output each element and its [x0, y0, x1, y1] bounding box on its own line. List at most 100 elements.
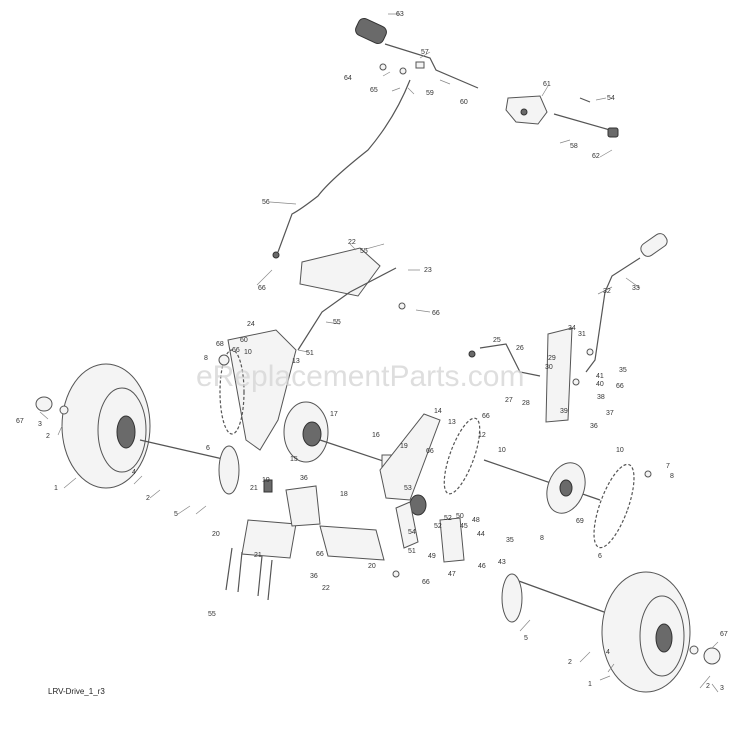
callout-7: 7	[666, 463, 670, 470]
callout-1-right: 1	[588, 681, 592, 688]
callout-13-center: 13	[448, 419, 456, 426]
callout-17: 17	[330, 411, 338, 418]
callout-24-upper: 22	[348, 239, 356, 246]
left-hub-washer	[59, 405, 69, 415]
callout-23: 21	[254, 552, 262, 559]
right-arm-grip	[640, 233, 668, 257]
callout-50: 48	[472, 517, 480, 524]
callout-70-far-right: 66	[616, 383, 624, 390]
right-sprocket-hub	[559, 479, 573, 497]
callout-52: 50	[456, 513, 464, 520]
callout-72: 68	[216, 341, 224, 348]
right-gearbox-bracket	[468, 327, 594, 423]
callout-48: 46	[478, 563, 486, 570]
callout-2-right-hub: 2	[706, 683, 710, 690]
callout-37-lower: 35	[506, 537, 514, 544]
lower-center-link	[395, 501, 419, 549]
right-wheel-assembly	[501, 571, 721, 693]
right-handle-arm	[585, 233, 668, 373]
callout-69: 65	[370, 87, 378, 94]
lower-left-bracket	[241, 519, 297, 559]
right-hub-cap	[703, 647, 721, 665]
callout-1-left: 1	[54, 485, 58, 492]
callout-57: 54	[408, 529, 416, 536]
cable-end-fitting	[272, 251, 280, 259]
callout-51: 49	[428, 553, 436, 560]
leader-lines	[39, 13, 719, 693]
callout-27: 25	[493, 337, 501, 344]
callout-63: 59	[426, 90, 434, 97]
lever-bolt	[399, 67, 407, 75]
callout-19-left: 19	[262, 477, 270, 484]
callout-30: 28	[522, 400, 530, 407]
callout-56: 53	[404, 485, 412, 492]
right-axle-assembly	[483, 459, 652, 549]
callout-70-upper: 66	[258, 285, 266, 292]
callout-37: 35	[619, 367, 627, 374]
callout-3-right: 3	[720, 685, 724, 692]
center-drive-shaft	[319, 413, 481, 516]
callout-10: 10	[616, 447, 624, 454]
left-chain-sprocket	[218, 354, 230, 366]
callout-40: 38	[597, 394, 605, 401]
callout-13-left: 13	[292, 358, 300, 365]
handle-bar	[384, 43, 479, 89]
lower-brackets	[225, 479, 465, 601]
callout-71-right: 67	[720, 631, 728, 638]
callout-46: 44	[477, 531, 485, 538]
callout-19-center: 19	[400, 443, 408, 450]
left-gearbox	[218, 329, 329, 463]
callout-15: 15	[290, 456, 298, 463]
callout-8-left: 8	[204, 355, 208, 362]
callout-38: 36	[310, 573, 318, 580]
callout-8-right: 8	[670, 473, 674, 480]
right-hub-washer	[689, 645, 699, 655]
right-chain-bolt	[644, 470, 652, 478]
right-drive-chain	[593, 463, 635, 549]
lower-nut	[392, 570, 400, 578]
callout-12: 12	[478, 432, 486, 439]
callout-34: 32	[603, 288, 611, 295]
left-wheel-hub	[116, 415, 136, 449]
callout-62: 58	[570, 143, 578, 150]
callout-24: 22	[322, 585, 330, 592]
callout-18: 18	[340, 491, 348, 498]
callout-29: 27	[505, 397, 513, 404]
callout-70-center: 66	[482, 413, 490, 420]
control-bracket-assembly	[505, 95, 619, 138]
handle-lever-assembly	[272, 17, 479, 259]
callout-38-right: 36	[590, 423, 598, 430]
callout-60: 56	[262, 199, 270, 206]
callout-53-lower: 51	[408, 548, 416, 555]
right-plate-nut	[586, 348, 594, 356]
callout-65: 61	[543, 81, 551, 88]
callout-70-left: 66	[232, 347, 240, 354]
callout-31: 29	[548, 355, 556, 362]
bracket-hole	[520, 108, 528, 116]
lower-fasteners	[225, 547, 273, 601]
callout-3-left: 3	[38, 421, 42, 428]
callout-35: 33	[632, 285, 640, 292]
watermark: eReplacementParts.com	[196, 360, 524, 393]
shaft-clip	[579, 97, 591, 103]
callout-45: 43	[498, 559, 506, 566]
callout-70-chain: 66	[426, 448, 434, 455]
callout-49: 47	[448, 571, 456, 578]
callout-6-left: 6	[206, 445, 210, 452]
control-shaft	[553, 113, 611, 131]
right-axle	[515, 579, 605, 613]
callout-55: 52	[434, 523, 442, 530]
callout-22: 20	[368, 563, 376, 570]
callout-26: 24	[247, 321, 255, 328]
center-drive-chain	[443, 417, 481, 495]
lever-bracket	[415, 61, 425, 69]
callout-33: 31	[578, 331, 586, 338]
plate-nut	[398, 302, 406, 310]
callout-25: 23	[424, 267, 432, 274]
callout-4-right: 4	[606, 649, 610, 656]
callout-68: 64	[344, 75, 352, 82]
plate-link-rod-lower	[297, 291, 351, 351]
callout-28: 26	[516, 345, 524, 352]
callout-71-left: 67	[16, 418, 24, 425]
